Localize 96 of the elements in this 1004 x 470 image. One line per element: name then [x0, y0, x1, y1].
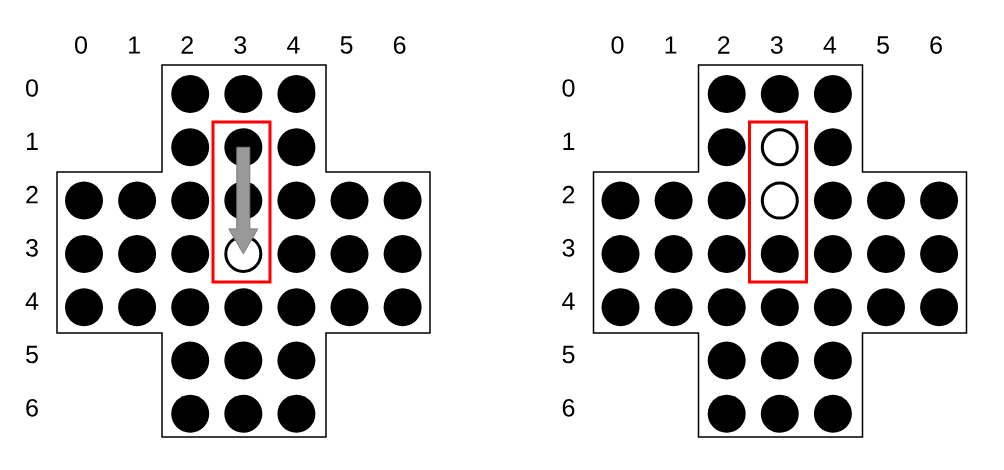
peg — [601, 234, 640, 273]
peg — [277, 394, 316, 433]
peg — [277, 128, 316, 167]
column-number: 0 — [611, 36, 624, 54]
peg — [171, 341, 210, 380]
row-number: 2 — [562, 185, 575, 204]
row-number: 3 — [562, 239, 575, 257]
peg — [760, 75, 799, 113]
peg — [920, 234, 959, 273]
peg — [171, 181, 210, 220]
peg — [601, 288, 640, 327]
peg — [813, 394, 852, 433]
peg — [383, 181, 422, 220]
peg — [277, 288, 316, 327]
column-number: 6 — [930, 36, 942, 54]
peg — [813, 288, 852, 327]
peg — [760, 288, 799, 327]
row-number: 1 — [563, 132, 575, 150]
row-number: 0 — [26, 79, 38, 97]
empty-hole — [760, 181, 799, 220]
peg — [224, 341, 263, 380]
row-number: 5 — [562, 345, 575, 364]
peg — [707, 341, 746, 380]
row-number: 2 — [26, 185, 38, 204]
row-number: 4 — [562, 292, 575, 310]
column-number: 4 — [823, 36, 837, 54]
empty-hole — [760, 128, 799, 167]
peg — [601, 181, 640, 220]
column-number: 6 — [393, 36, 406, 54]
peg — [813, 181, 852, 220]
peg — [707, 75, 746, 113]
peg — [171, 394, 210, 433]
board-outline — [592, 64, 968, 438]
peg — [654, 181, 693, 220]
peg — [65, 234, 103, 273]
peg — [867, 181, 905, 220]
peg — [277, 341, 316, 380]
row-number: 5 — [26, 345, 38, 364]
column-number: 5 — [877, 36, 889, 54]
peg — [224, 394, 263, 433]
peg — [383, 288, 422, 327]
peg — [813, 341, 852, 380]
peg — [118, 234, 157, 273]
column-number: 2 — [718, 36, 730, 54]
board-outline — [56, 64, 431, 438]
row-number: 6 — [26, 398, 38, 417]
peg — [707, 288, 746, 327]
peg — [65, 288, 103, 327]
peg — [277, 181, 316, 220]
peg — [330, 234, 369, 273]
peg — [171, 234, 210, 273]
peg — [118, 181, 157, 220]
peg — [707, 234, 746, 273]
peg — [224, 288, 263, 327]
column-number: 1 — [665, 36, 677, 54]
peg — [867, 234, 905, 273]
row-number: 0 — [562, 79, 575, 97]
row-number: 4 — [25, 292, 39, 310]
peg — [330, 181, 369, 220]
peg — [224, 75, 263, 113]
peg — [813, 75, 852, 113]
column-number: 0 — [75, 36, 87, 54]
peg — [813, 234, 852, 273]
peg — [171, 75, 210, 113]
peg — [867, 288, 905, 327]
peg — [760, 394, 799, 433]
peg — [65, 181, 103, 220]
peg — [277, 234, 316, 273]
peg — [813, 128, 852, 167]
peg — [920, 181, 959, 220]
column-number: 5 — [340, 36, 353, 54]
peg — [654, 288, 693, 327]
peg — [920, 288, 959, 327]
peg — [654, 234, 693, 273]
peg — [171, 288, 210, 327]
highlight-frame — [211, 120, 272, 284]
row-number: 3 — [26, 239, 38, 257]
column-number: 1 — [129, 36, 140, 54]
peg — [707, 181, 746, 220]
peg — [760, 234, 799, 273]
peg — [171, 128, 210, 167]
peg — [277, 75, 316, 113]
peg — [118, 288, 157, 327]
peg — [330, 288, 369, 327]
highlight-frame — [748, 120, 808, 284]
column-number: 3 — [234, 36, 247, 54]
peg — [760, 341, 799, 380]
peg — [707, 128, 746, 167]
peg — [383, 234, 422, 273]
column-number: 4 — [287, 36, 300, 54]
move-arrow — [228, 146, 259, 255]
peg — [707, 394, 746, 433]
row-number: 6 — [562, 398, 575, 417]
column-number: 3 — [770, 36, 783, 54]
row-number: 1 — [26, 132, 38, 150]
column-number: 2 — [181, 36, 193, 54]
